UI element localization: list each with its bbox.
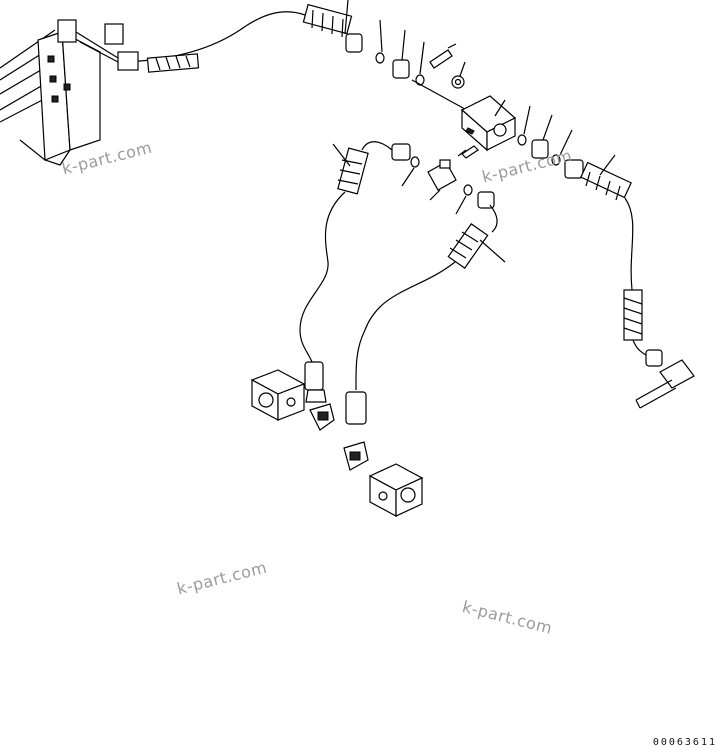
hose-upper-left [117, 11, 306, 73]
drawing-number: 00063611 [652, 737, 717, 748]
hose-center-lower [345, 191, 506, 425]
valve-block-lower-left [250, 369, 306, 422]
valve-block-center [460, 95, 517, 152]
pedal-bracket-assembly [0, 19, 124, 166]
hose-top-center [302, 0, 363, 53]
elbow-fittings [309, 403, 369, 471]
fittings-middle [401, 145, 479, 215]
fittings-row-right [517, 105, 573, 166]
valve-block-lower-center [368, 463, 424, 518]
fittings-row-top [375, 19, 466, 89]
hose-right [564, 154, 695, 409]
hose-left-long [299, 141, 411, 403]
